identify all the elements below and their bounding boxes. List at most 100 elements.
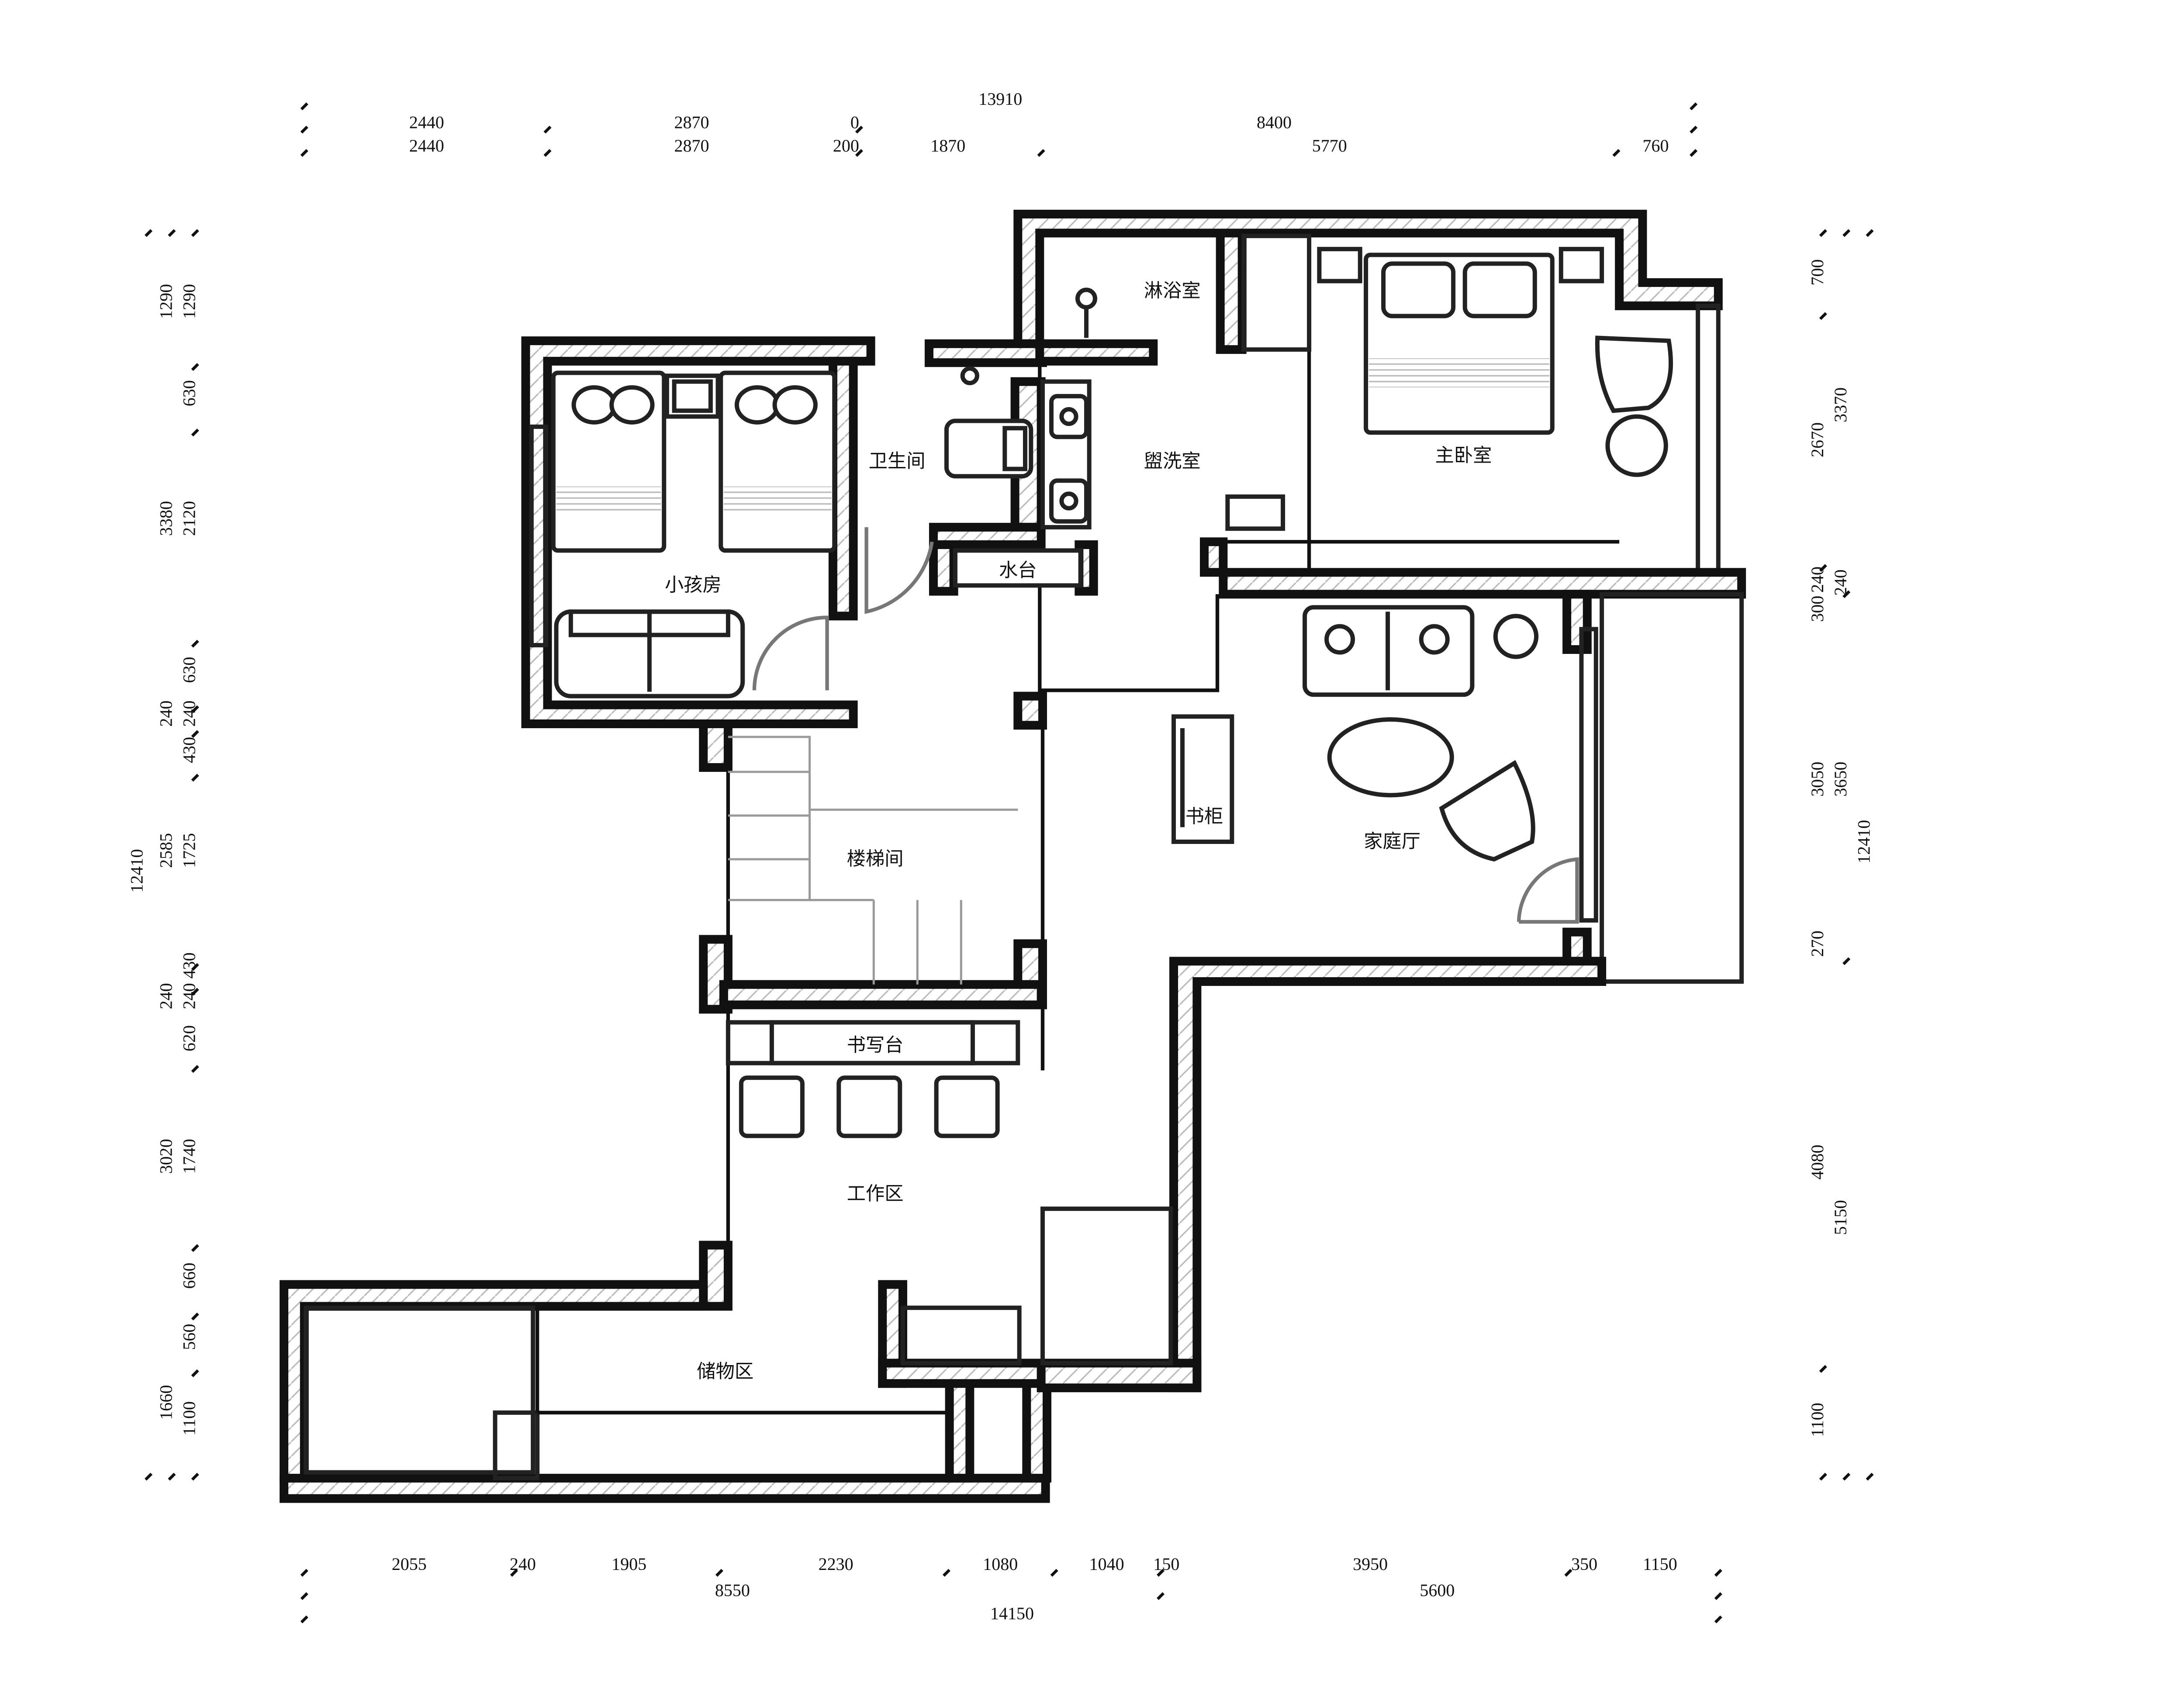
dim-right-r9: 270 bbox=[1807, 930, 1827, 957]
dim-bottom-b1: 2055 bbox=[392, 1554, 427, 1574]
dim-top-total: 13910 bbox=[978, 89, 1022, 109]
dim-top-d1: 2440 bbox=[409, 112, 444, 132]
dim-left-a4: 3380 bbox=[156, 501, 176, 536]
kids-bed-left bbox=[551, 370, 667, 553]
dim-right-r2: 3370 bbox=[1831, 387, 1850, 422]
wall-lines bbox=[535, 349, 1620, 1415]
dim-left-a14: 240 bbox=[180, 983, 199, 1009]
dim-top-e1: 2440 bbox=[409, 136, 444, 156]
label-storage: 储物区 bbox=[697, 1361, 753, 1383]
dim-bottom-b10: 1150 bbox=[1643, 1554, 1677, 1574]
dim-left-a13: 240 bbox=[156, 983, 176, 1009]
lounge-chair bbox=[1595, 335, 1673, 413]
round-table-small bbox=[1493, 614, 1539, 659]
washroom-mat bbox=[1225, 494, 1286, 531]
dim-left-ticks bbox=[145, 229, 199, 1481]
staircase bbox=[728, 736, 1018, 985]
dim-left-a10: 2585 bbox=[156, 833, 176, 868]
dim-top-d3: 0 bbox=[850, 112, 859, 132]
coffee-table bbox=[1327, 717, 1454, 798]
label-washroom: 盥洗室 bbox=[1144, 450, 1201, 472]
dim-left-a20: 1660 bbox=[156, 1385, 176, 1420]
family-door bbox=[1517, 857, 1579, 924]
dim-right-r1: 700 bbox=[1807, 259, 1827, 285]
toilet-fixture bbox=[944, 366, 1033, 479]
kids-sofa bbox=[554, 609, 745, 698]
dim-left-a17: 1740 bbox=[180, 1139, 199, 1174]
dim-top-e5: 5770 bbox=[1312, 136, 1347, 156]
dim-right-r11: 5150 bbox=[1831, 1200, 1850, 1235]
dim-bottom-b3: 1905 bbox=[612, 1554, 646, 1574]
dim-right-r7: 3050 bbox=[1807, 762, 1827, 797]
dim-right-r6: 240 bbox=[1831, 570, 1850, 596]
dim-bottom-b9: 350 bbox=[1571, 1554, 1597, 1574]
dim-right-r12: 1100 bbox=[1807, 1403, 1827, 1437]
dim-top-d2: 2870 bbox=[674, 112, 709, 132]
dim-left-a19: 560 bbox=[180, 1324, 199, 1350]
dim-left-a11: 1725 bbox=[180, 833, 199, 868]
water-counter bbox=[953, 548, 1083, 588]
side-table bbox=[1605, 414, 1668, 477]
storage-shelf bbox=[900, 1305, 1022, 1366]
dim-left-a16: 3020 bbox=[156, 1139, 176, 1174]
dim-bottom-s1: 8550 bbox=[715, 1580, 750, 1600]
toilet-door bbox=[864, 527, 934, 614]
dim-right-total: 12410 bbox=[1854, 820, 1874, 864]
dim-right-r3: 2670 bbox=[1807, 422, 1827, 457]
dimension-left: 12410 1290 1290 630 3380 2120 630 240 24… bbox=[127, 229, 199, 1481]
dim-bottom-b5: 1080 bbox=[983, 1554, 1018, 1574]
dim-right-r5: 240 bbox=[1807, 567, 1827, 593]
dimension-bottom: 2055 240 1905 2230 1080 1040 150 3950 35… bbox=[300, 1554, 1722, 1624]
dim-left-a9: 430 bbox=[180, 737, 199, 763]
dim-left-a1: 1290 bbox=[156, 284, 176, 319]
dim-bottom-b4: 2230 bbox=[819, 1554, 854, 1574]
armchair bbox=[1439, 760, 1535, 862]
work-cabinet bbox=[1040, 1207, 1173, 1366]
family-sofa bbox=[1303, 605, 1475, 697]
room-labels: 淋浴室 卫生间 盥洗室 主卧室 小孩房 水台 书柜 家庭厅 楼梯间 书写台 工作… bbox=[665, 280, 1492, 1383]
dim-right-r10: 4080 bbox=[1807, 1144, 1827, 1179]
dim-right-ticks bbox=[1819, 229, 1874, 1481]
kids-bed-right bbox=[719, 370, 837, 553]
dimension-top: 13910 2440 2870 0 8400 2440 2870 200 187… bbox=[300, 89, 1698, 157]
storage-window bbox=[304, 1305, 536, 1475]
bookcase bbox=[1171, 714, 1234, 844]
nightstand-right bbox=[1559, 247, 1604, 284]
dim-bottom-ticks bbox=[300, 1569, 1722, 1624]
dim-bottom-s2: 5600 bbox=[1420, 1580, 1455, 1600]
label-shower: 淋浴室 bbox=[1144, 280, 1201, 302]
dim-left-a5: 2120 bbox=[180, 501, 199, 536]
dim-top-e4: 1870 bbox=[930, 136, 965, 156]
dim-left-a8: 240 bbox=[180, 701, 199, 727]
dim-left-a21: 1100 bbox=[180, 1401, 199, 1436]
dim-right-r4: 300 bbox=[1807, 596, 1827, 622]
dim-bottom-b2: 240 bbox=[510, 1554, 536, 1574]
writing-desk bbox=[726, 1020, 1020, 1065]
label-water-counter: 水台 bbox=[999, 560, 1037, 581]
dim-left-a2: 1290 bbox=[180, 284, 199, 319]
label-writing-desk: 书写台 bbox=[847, 1034, 904, 1056]
dim-left-a3: 630 bbox=[180, 380, 199, 406]
dim-bottom-total: 14150 bbox=[990, 1604, 1034, 1623]
dim-bottom-b6: 1040 bbox=[1089, 1554, 1124, 1574]
shower-fixture bbox=[1075, 287, 1097, 338]
dim-left-total: 12410 bbox=[127, 849, 147, 893]
dim-right-r8: 3650 bbox=[1831, 762, 1850, 797]
nightstand-left bbox=[1317, 247, 1362, 284]
dim-top-e6: 760 bbox=[1642, 136, 1669, 156]
label-master-bedroom: 主卧室 bbox=[1435, 445, 1492, 467]
master-bed bbox=[1364, 252, 1555, 435]
dim-top-e3: 200 bbox=[833, 136, 859, 156]
dimension-right: 700 3370 2670 300 240 240 3050 3650 1241… bbox=[1807, 229, 1874, 1481]
dim-left-a7: 240 bbox=[156, 701, 176, 727]
label-work-area: 工作区 bbox=[847, 1183, 904, 1205]
dim-top-e2: 2870 bbox=[674, 136, 709, 156]
label-bookcase: 书柜 bbox=[1185, 806, 1223, 828]
label-family-hall: 家庭厅 bbox=[1364, 830, 1420, 852]
master-closet bbox=[1241, 234, 1312, 352]
dim-left-a6: 630 bbox=[180, 657, 199, 683]
family-window bbox=[1579, 627, 1598, 923]
kids-door bbox=[752, 615, 829, 691]
dim-bottom-b8: 3950 bbox=[1353, 1554, 1388, 1574]
